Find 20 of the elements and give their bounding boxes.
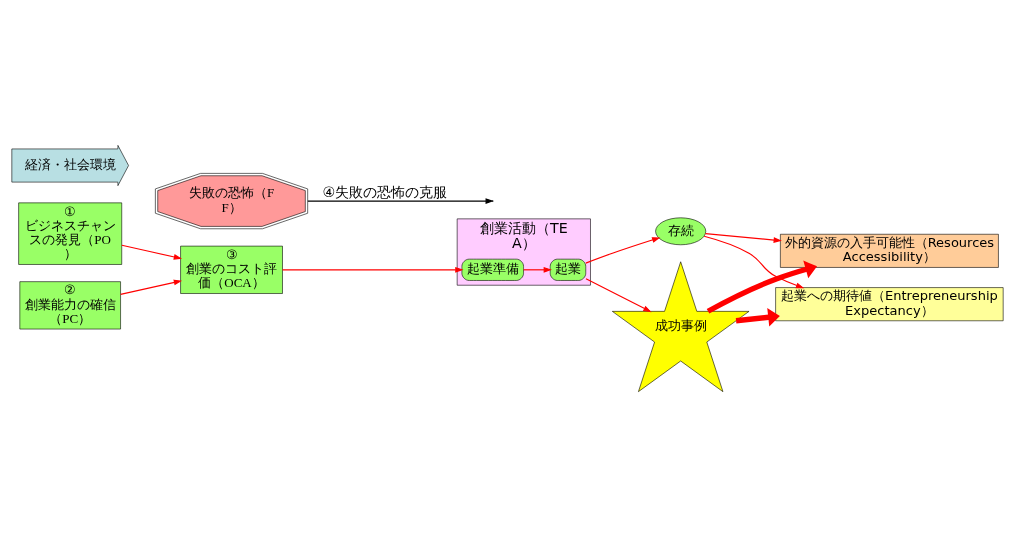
node-box: ② 創業能力の確信（PC） xyxy=(19,281,121,330)
arrow xyxy=(703,235,805,289)
node-box: 外的資源の入手可能性（Resources Accessibility） xyxy=(780,233,999,268)
arrow xyxy=(307,198,494,204)
node-box: 起業準備 xyxy=(461,258,524,281)
arrow xyxy=(281,266,464,273)
arrow xyxy=(120,279,183,295)
arrow xyxy=(735,308,780,327)
arrow xyxy=(585,278,652,313)
node-ellipse: 存続 xyxy=(655,217,707,246)
edge-label: ④失敗の恐怖の克服 xyxy=(322,184,448,201)
arrow xyxy=(704,233,782,243)
arrow xyxy=(121,244,183,260)
node-box: ③ 創業のコスト評価（OCA） xyxy=(180,245,283,294)
arrow xyxy=(706,260,818,314)
node-box: ① ビジネスチャンスの発見（PO） xyxy=(18,202,123,265)
arrow xyxy=(585,237,661,264)
node-box: 起業への期待値（Entrepreneurship Expectancy） xyxy=(775,287,1004,322)
arrow xyxy=(523,266,552,273)
node-box: 起業 xyxy=(549,258,587,281)
